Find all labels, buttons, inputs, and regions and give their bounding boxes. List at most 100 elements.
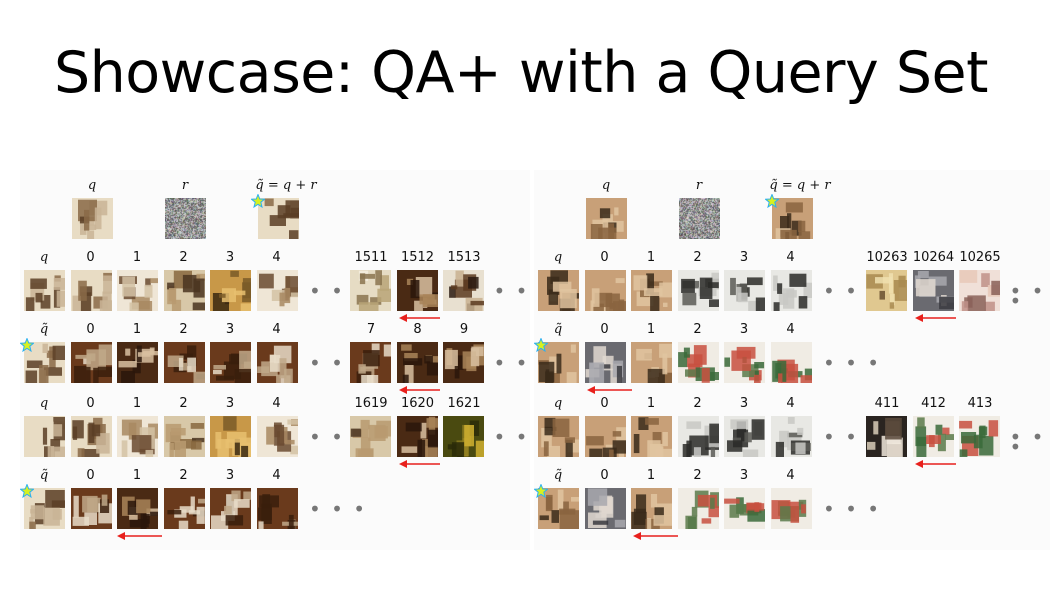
right-row-2-tail-index-0: 411 — [874, 396, 900, 411]
left-row-0-tail-1-thumb — [396, 270, 438, 311]
right-header-r-label: r — [695, 178, 703, 193]
right-header-q-thumb-image — [586, 198, 627, 239]
right-row-2-tail-dots: • • • — [1009, 425, 1046, 459]
right-row-2-query-thumb — [538, 416, 579, 457]
right-row-0-tail-index-2: 10265 — [959, 250, 1001, 265]
left-row-1-index-0: 0 — [86, 322, 95, 337]
left-row-3-dots: • • • — [309, 497, 368, 521]
left-row-0-result-1-thumb — [117, 270, 158, 311]
slide-title: Showcase: QA+ with a Query Set — [54, 40, 988, 106]
right-row-1-index-3: 3 — [739, 322, 749, 337]
right-row-0-result-2-thumb-image — [677, 270, 719, 311]
left-row-0-tail-2-thumb — [443, 270, 484, 311]
left-row-2-query-thumb-image — [24, 416, 65, 457]
left-row-3-label: q̃ — [39, 468, 49, 483]
left-row-1-result-3-thumb-image — [210, 342, 251, 383]
left-row-3-result-4-thumb — [256, 488, 298, 529]
left-row-0-index-3: 3 — [225, 250, 235, 265]
right-row-2-result-0-thumb-image — [584, 416, 626, 457]
right-row-1-result-0-thumb — [584, 342, 626, 383]
left-row-2-tail-index-2: 1621 — [447, 396, 481, 411]
right-row-0-result-1-thumb-image — [631, 270, 672, 311]
left-row-3-index-3: 3 — [225, 468, 235, 483]
left-row-3-star-icon — [20, 484, 34, 498]
right-row-2-result-1-thumb-image — [631, 416, 672, 457]
right-row-2-result-4-thumb-image — [770, 416, 812, 457]
right-row-1-result-0-thumb-image — [584, 342, 626, 383]
left-row-0-result-4-thumb — [256, 270, 298, 311]
right-header-q-thumb — [586, 198, 627, 239]
left-row-2-index-3: 3 — [225, 396, 235, 411]
left-row-2-tail-index-1: 1620 — [400, 396, 435, 411]
left-row-1-tail-index-0: 7 — [366, 322, 376, 337]
right-row-3-star-icon — [534, 484, 548, 498]
right-row-1-index-2: 2 — [693, 322, 702, 337]
right-row-2-result-2-thumb-image — [677, 416, 719, 457]
left-row-0-label: q — [39, 250, 49, 265]
left-row-2-result-1-thumb-image — [117, 416, 158, 457]
right-row-2-result-2-thumb — [677, 416, 719, 457]
left-row-0-tail-index-0: 1511 — [354, 250, 388, 265]
right-header-r-noise — [679, 198, 720, 239]
left-header-q-thumb — [72, 198, 113, 239]
right-row-3-result-4-thumb-image — [770, 488, 812, 529]
left-row-3-result-4-thumb-image — [256, 488, 298, 529]
right-row-2-tail-0-thumb-image — [866, 416, 907, 457]
right-row-3-index-2: 2 — [693, 468, 702, 483]
right-row-3-index-4: 4 — [786, 468, 795, 483]
right-row-0-index-2: 2 — [693, 250, 702, 265]
right-row-3-result-3-thumb — [724, 488, 765, 529]
left-row-2-result-1-thumb — [117, 416, 158, 457]
right-row-2-result-4-thumb — [770, 416, 812, 457]
left-row-2-tail-0-thumb-image — [350, 416, 391, 457]
left-row-0-result-0-thumb — [70, 270, 112, 311]
left-row-2-result-2-thumb — [163, 416, 205, 457]
right-row-1-index-4: 4 — [786, 322, 795, 337]
left-row-3-result-3-thumb — [210, 488, 251, 529]
left-row-1-index-3: 3 — [225, 322, 235, 337]
left-row-2-result-0-thumb — [70, 416, 112, 457]
right-row-0-result-4-thumb-image — [770, 270, 812, 311]
right-row-0-result-2-thumb — [677, 270, 719, 311]
left-row-0-result-4-thumb-image — [256, 270, 298, 311]
left-row-3-result-0-thumb — [70, 488, 112, 529]
left-row-0-query-thumb-image — [24, 270, 65, 311]
left-row-3-index-2: 2 — [179, 468, 188, 483]
left-row-0-result-1-thumb-image — [117, 270, 158, 311]
right-row-0-tail-0-thumb — [866, 270, 907, 311]
right-row-3-result-3-thumb-image — [724, 488, 765, 529]
left-header-r-noise — [165, 198, 206, 239]
right-row-0-result-4-thumb — [770, 270, 812, 311]
left-row-2-index-2: 2 — [179, 396, 188, 411]
right-row-2-index-0: 0 — [600, 396, 609, 411]
left-row-2-result-0-thumb-image — [70, 416, 112, 457]
right-row-2-tail-index-1: 412 — [921, 396, 946, 411]
right-row-2-label: q — [553, 396, 563, 411]
right-row-0-tail-index-1: 10264 — [912, 250, 955, 265]
right-row-3-index-1: 1 — [646, 468, 656, 483]
left-row-0-tail-index-1: 1512 — [400, 250, 435, 265]
left-row-1-tail-index-2: 9 — [459, 322, 469, 337]
left-row-1-tail-1-thumb-image — [396, 342, 438, 383]
left-row-3-index-1: 1 — [132, 468, 142, 483]
left-row-3-index-4: 4 — [272, 468, 281, 483]
left-row-0-index-1: 1 — [132, 250, 142, 265]
right-row-0-result-1-thumb — [631, 270, 672, 311]
right-row-2-index-2: 2 — [693, 396, 702, 411]
left-row-2-result-3-thumb-image — [210, 416, 251, 457]
left-row-0-tail-1-thumb-image — [396, 270, 438, 311]
right-row-3-index-0: 0 — [600, 468, 609, 483]
right-row-1-index-1: 1 — [646, 322, 656, 337]
right-row-1-index-0: 0 — [600, 322, 609, 337]
left-row-1-tail-arrow — [398, 386, 440, 394]
left-header-q-label: q — [87, 178, 97, 193]
left-row-1-tail-2-thumb — [443, 342, 484, 383]
right-row-1-dots: • • • — [823, 351, 882, 375]
left-header-qt-thumb-image — [258, 198, 299, 239]
right-row-1-result-1-thumb-image — [631, 342, 672, 383]
left-row-3-result-3-thumb-image — [210, 488, 251, 529]
right-row-1-arrow — [586, 386, 632, 394]
left-row-1-result-1-thumb-image — [117, 342, 158, 383]
right-row-0-tail-1-thumb-image — [912, 270, 954, 311]
left-row-2-tail-2-thumb — [443, 416, 484, 457]
